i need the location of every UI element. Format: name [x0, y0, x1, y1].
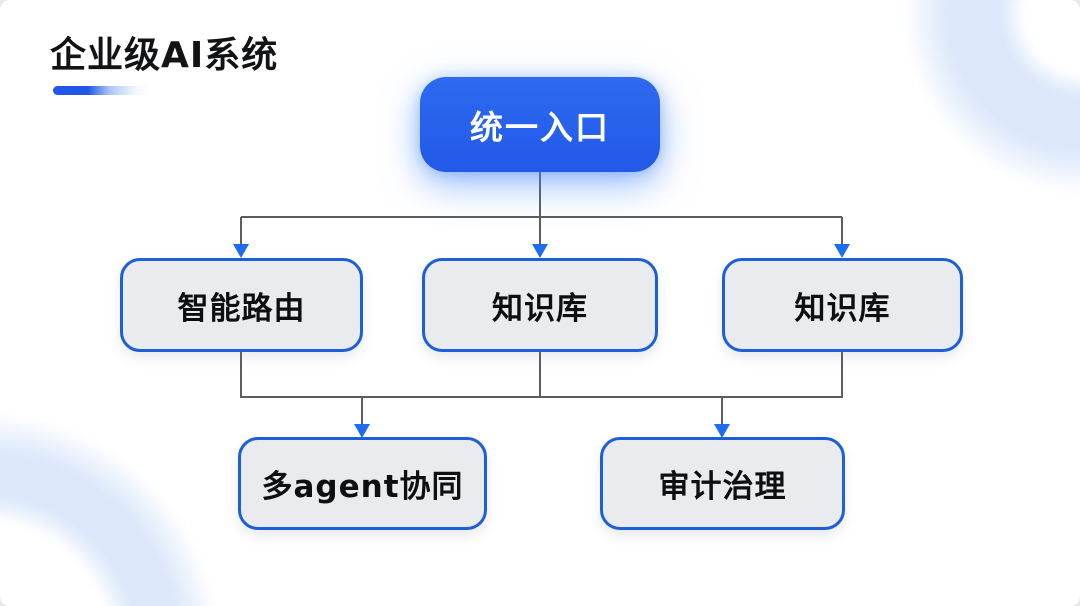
node-intelligent-routing: 智能路由: [120, 258, 363, 352]
node-knowledge-base-center: 知识库: [422, 258, 658, 352]
arrowhead-kb-right: [834, 244, 850, 258]
node-audit-governance: 审计治理: [600, 437, 845, 530]
connector-strokes: [240, 172, 843, 426]
arrowhead-multiagent: [354, 424, 370, 438]
arrowhead-routing: [233, 244, 249, 258]
node-unified-entry-label: 统一入口: [470, 107, 610, 147]
node-intelligent-routing-label: 智能路由: [177, 290, 306, 327]
node-knowledge-base-right: 知识库: [722, 258, 963, 352]
arrowhead-audit: [714, 424, 730, 438]
node-audit-governance-label: 审计治理: [658, 469, 787, 505]
node-multi-agent-collaboration-label: 多agent协同: [261, 469, 464, 505]
page-title: 企业级AI系统: [50, 35, 279, 76]
node-multi-agent-collaboration: 多agent协同: [238, 437, 487, 530]
arrowheads: [233, 244, 850, 438]
arrowhead-kb-mid: [532, 244, 548, 258]
node-unified-entry: 统一入口: [420, 77, 660, 172]
node-knowledge-base-center-label: 知识库: [492, 290, 588, 327]
title-underline: [53, 86, 150, 95]
node-knowledge-base-right-label: 知识库: [794, 290, 891, 327]
